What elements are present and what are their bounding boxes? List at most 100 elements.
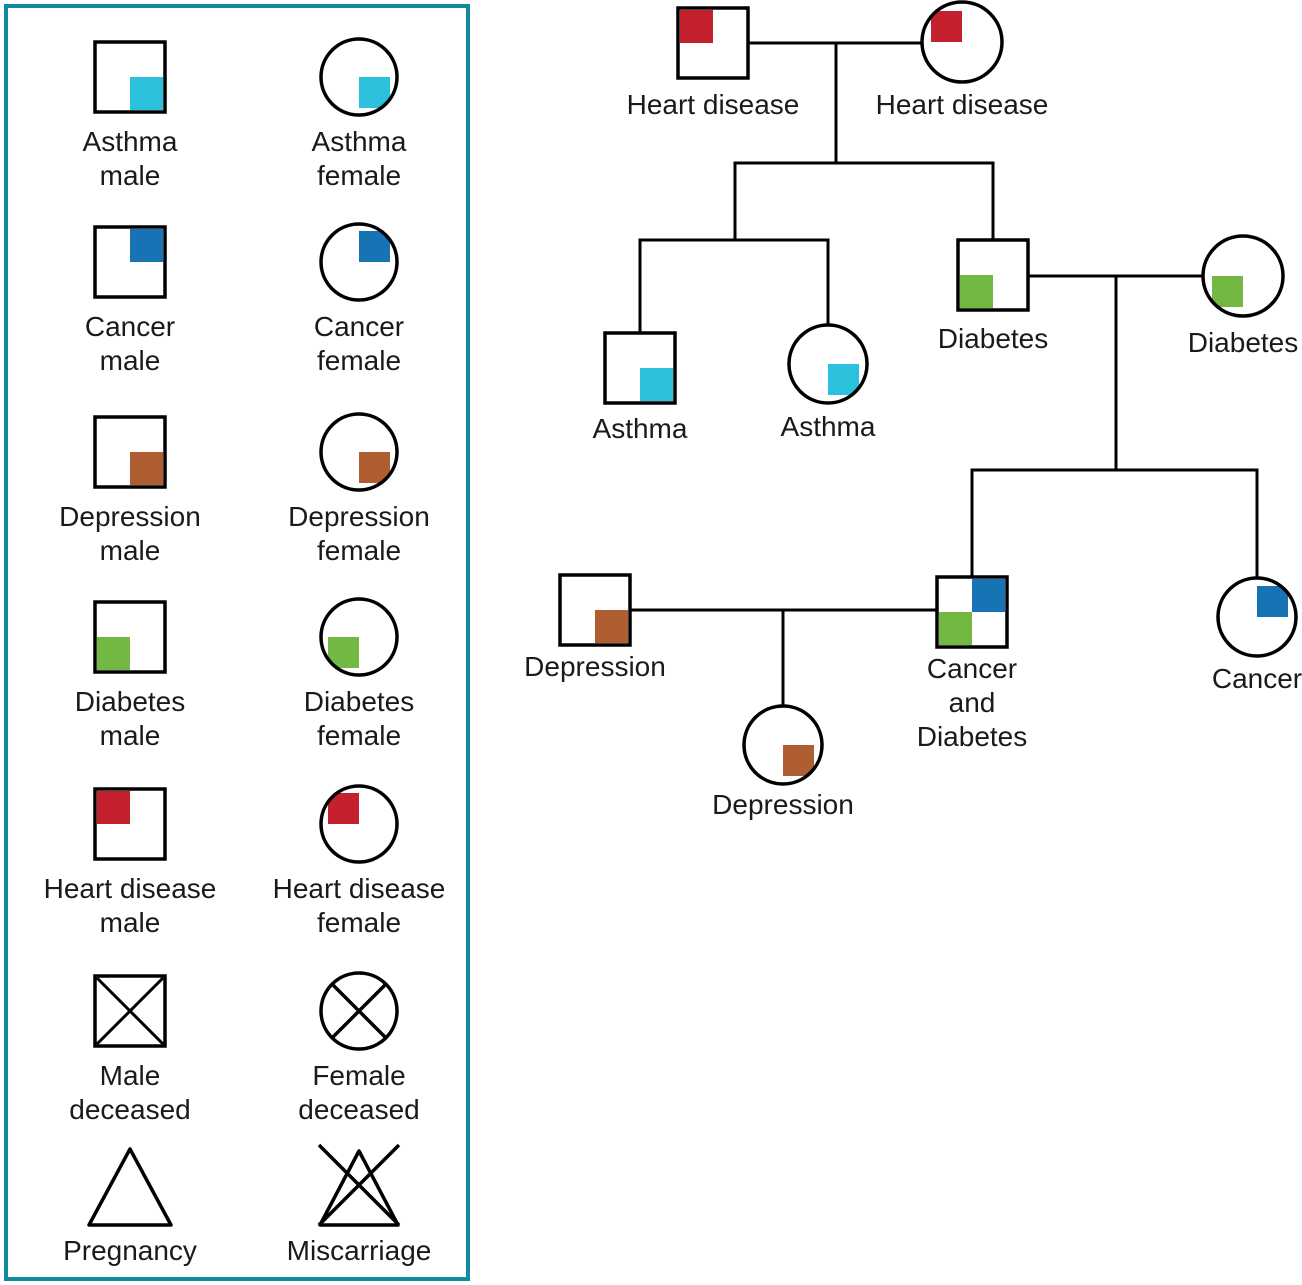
legend-label: Asthma female: [249, 125, 469, 193]
circle-symbol: [319, 37, 399, 117]
legend-label-line1: Depression: [59, 501, 201, 532]
legend-label-line1: Diabetes: [74, 686, 186, 717]
legend-item-diabetes-male: Diabetes male: [20, 595, 240, 753]
person-symbol-gen1-mother-heart-disease-female: [920, 0, 1004, 84]
person-label-gen2-daughter-asthma: Asthma: [780, 411, 876, 442]
legend-label-line1: Cancer: [313, 311, 405, 342]
legend-label: Pregnancy: [20, 1234, 240, 1268]
pregnancy-symbol-icon: [20, 1144, 240, 1228]
person-label-gen1-mother: Heart disease: [875, 89, 1049, 120]
asthma-quarter: [640, 368, 673, 401]
legend-label-line1: Heart disease: [272, 873, 446, 904]
legend-label: Miscarriage: [249, 1234, 469, 1268]
person-symbol-gen2-wife-diabetes-female: [1201, 234, 1285, 318]
legend-item-depression-female: Depression female: [249, 410, 469, 568]
cancer-female-symbol-icon: [249, 220, 469, 304]
label-line3: Diabetes: [916, 721, 1028, 752]
person-symbol-gen3-partner-depression-male: [558, 573, 632, 647]
female-deceased-symbol-icon: [249, 969, 469, 1053]
legend-item-cancer-male: Cancer male: [20, 220, 240, 378]
legend-item-depression-male: Depression male: [20, 410, 240, 568]
diabetes-quarter: [960, 275, 993, 308]
cancer-quarter: [1257, 586, 1288, 617]
person-label-gen3-partner-depression: Depression: [524, 651, 666, 682]
square-symbol: [93, 40, 167, 114]
diabetes-female-symbol-icon: [249, 595, 469, 679]
legend-label-line1: Pregnancy: [63, 1235, 197, 1266]
legend-label-line2: male: [99, 345, 161, 376]
legend-item-asthma-female: Asthma female: [249, 35, 469, 193]
circle-x-symbol: [319, 971, 399, 1051]
square-symbol: [93, 787, 167, 861]
circle-symbol: [319, 222, 399, 302]
label-line1: Cancer: [926, 653, 1018, 684]
heart-disease-female-symbol-icon: [249, 782, 469, 866]
depression-quarter: [783, 745, 814, 776]
legend-label-line1: Female: [312, 1060, 406, 1091]
asthma-female-symbol-icon: [249, 35, 469, 119]
person-label-gen1-father: Heart disease: [626, 89, 800, 120]
circle-symbol: [319, 597, 399, 677]
triangle-symbol: [87, 1147, 173, 1227]
legend-label-line1: Depression: [288, 501, 430, 532]
heart-disease-male-symbol-icon: [20, 782, 240, 866]
depression-quarter: [595, 610, 628, 643]
asthma-quarter: [828, 364, 859, 395]
asthma-quarter: [130, 77, 163, 110]
person-label-gen2-son-asthma: Asthma: [592, 413, 688, 444]
legend-item-male-deceased: Male deceased: [20, 969, 240, 1127]
legend-item-asthma-male: Asthma male: [20, 35, 240, 193]
legend-label-line2: female: [316, 160, 402, 191]
circle-symbol: [319, 784, 399, 864]
legend-item-heart-disease-female: Heart disease female: [249, 782, 469, 940]
legend-label-line2: female: [316, 345, 402, 376]
legend-label: Asthma male: [20, 125, 240, 193]
cancer-quarter: [972, 579, 1005, 612]
legend-label-line1: Heart disease: [43, 873, 217, 904]
legend-label: Depression female: [249, 500, 469, 568]
person-label-gen3-son-cancer-and-diabetes: Cancer and Diabetes: [917, 652, 1028, 754]
legend-item-diabetes-female: Diabetes female: [249, 595, 469, 753]
legend-label-line1: Asthma: [311, 126, 407, 157]
legend-label: Cancer male: [20, 310, 240, 378]
legend-label: Diabetes female: [249, 685, 469, 753]
person-label-gen2-son-diabetes: Diabetes: [937, 323, 1049, 354]
legend-item-female-deceased: Female deceased: [249, 969, 469, 1127]
legend-label-line1: Diabetes: [303, 686, 415, 717]
depression-female-symbol-icon: [249, 410, 469, 494]
legend-label-line1: Miscarriage: [286, 1235, 432, 1266]
legend-label-line2: male: [99, 535, 161, 566]
depression-quarter: [130, 452, 163, 485]
person-symbol-gen3-daughter-cancer-female: [1216, 576, 1298, 658]
person-label-gen3-daughter-cancer: Cancer: [1211, 663, 1302, 694]
cancer-male-symbol-icon: [20, 220, 240, 304]
cancer-quarter: [130, 229, 163, 262]
person-label-gen2-wife-diabetes: Diabetes: [1187, 327, 1299, 358]
legend-label-line2: female: [316, 535, 402, 566]
legend-item-miscarriage: Miscarriage: [249, 1143, 469, 1268]
legend-label-line1: Asthma: [82, 126, 178, 157]
legend-label: Heart disease female: [249, 872, 469, 940]
legend-label: Male deceased: [20, 1059, 240, 1127]
label-line2: and: [948, 687, 996, 718]
person-symbol-gen4-daughter-depression-female: [742, 704, 824, 786]
legend-label: Female deceased: [249, 1059, 469, 1127]
legend-label: Cancer female: [249, 310, 469, 378]
circle-symbol: [319, 412, 399, 492]
person-symbol-gen3-son-cancer-and-diabetes-male: [935, 575, 1009, 649]
legend-item-cancer-female: Cancer female: [249, 220, 469, 378]
heart-disease-quarter: [680, 10, 713, 43]
legend-label-line2: male: [99, 720, 161, 751]
legend-label-line1: Cancer: [84, 311, 176, 342]
legend-label: Depression male: [20, 500, 240, 568]
person-label-gen4-daughter-depression: Depression: [712, 789, 854, 820]
person-symbol-gen2-son-diabetes-male: [956, 238, 1030, 312]
diabetes-quarter: [939, 612, 972, 645]
legend-item-heart-disease-male: Heart disease male: [20, 782, 240, 940]
square-symbol: [93, 600, 167, 674]
legend-label-line2: deceased: [298, 1094, 420, 1125]
diabetes-quarter: [97, 637, 130, 670]
square-x-symbol: [93, 974, 167, 1048]
